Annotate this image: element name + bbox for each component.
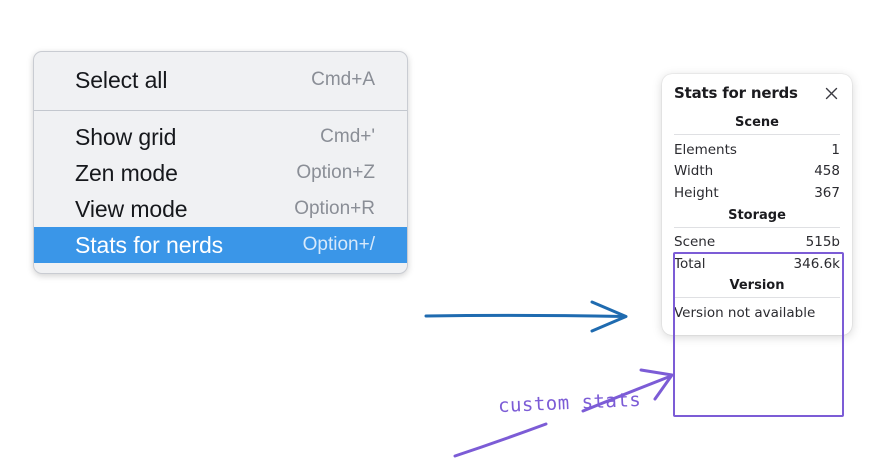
section-rule — [674, 134, 840, 135]
section-rule — [674, 226, 840, 228]
stats-row: Scene 515b — [674, 232, 840, 254]
menu-item-label: View mode — [75, 195, 188, 222]
stats-row-label: Width — [674, 163, 714, 180]
section-rule — [674, 297, 840, 299]
stats-row-label: Height — [674, 185, 719, 202]
menu-item-label: Select all — [75, 66, 168, 93]
menu-item-shortcut: Cmd+A — [311, 69, 375, 90]
menu-item-label: Show grid — [75, 123, 177, 150]
menu-item-shortcut: Option+/ — [302, 234, 375, 255]
close-icon[interactable] — [822, 84, 840, 102]
menu-divider — [34, 110, 407, 111]
custom-stats-annotation-label: custom stats — [497, 388, 642, 418]
menu-item-shortcut: Option+Z — [296, 162, 375, 183]
menu-item-show-grid[interactable]: Show grid Cmd+' — [34, 119, 407, 155]
menu-group-main: Show grid Cmd+' Zen mode Option+Z View m… — [34, 111, 407, 273]
stats-row-label: Total — [674, 256, 706, 272]
menu-item-shortcut: Cmd+' — [320, 126, 375, 147]
section-title-storage: Storage — [728, 207, 786, 223]
stats-row-value: 1 — [831, 141, 840, 158]
stats-row-value: 367 — [814, 185, 840, 202]
stats-row-label: Elements — [674, 141, 737, 158]
stats-row-label: Scene — [674, 234, 716, 251]
menu-item-select-all[interactable]: Select all Cmd+A — [34, 62, 407, 98]
version-value: Version not available — [674, 305, 816, 322]
stats-row-value: 515b — [805, 234, 840, 251]
stats-row-value: 346.6k — [793, 256, 840, 272]
stats-row: Width 458 — [674, 161, 840, 183]
purple-underline-stroke — [453, 422, 548, 458]
context-menu[interactable]: Select all Cmd+A Show grid Cmd+' Zen mod… — [33, 51, 408, 274]
menu-item-view-mode[interactable]: View mode Option+R — [34, 191, 407, 227]
stats-row: Total 346.6k — [674, 254, 840, 276]
menu-item-label: Zen mode — [75, 159, 178, 186]
section-title-version: Version — [729, 278, 785, 294]
menu-item-shortcut: Option+R — [294, 198, 375, 219]
stats-panel-header: Stats for nerds — [674, 84, 840, 102]
section-title-scene: Scene — [735, 115, 779, 130]
stats-row: Height 367 — [674, 183, 840, 205]
menu-group-top: Select all Cmd+A — [34, 52, 407, 110]
menu-item-zen-mode[interactable]: Zen mode Option+Z — [34, 155, 407, 191]
stats-for-nerds-panel: Stats for nerds Scene Elements 1 Width 4… — [662, 74, 852, 336]
stats-row-value: 458 — [814, 163, 840, 180]
blue-arrow — [424, 300, 628, 333]
stats-row: Elements 1 — [674, 139, 840, 161]
stats-panel-title: Stats for nerds — [674, 84, 798, 102]
menu-item-stats-for-nerds[interactable]: Stats for nerds Option+/ — [34, 227, 407, 263]
menu-item-label: Stats for nerds — [75, 231, 224, 258]
